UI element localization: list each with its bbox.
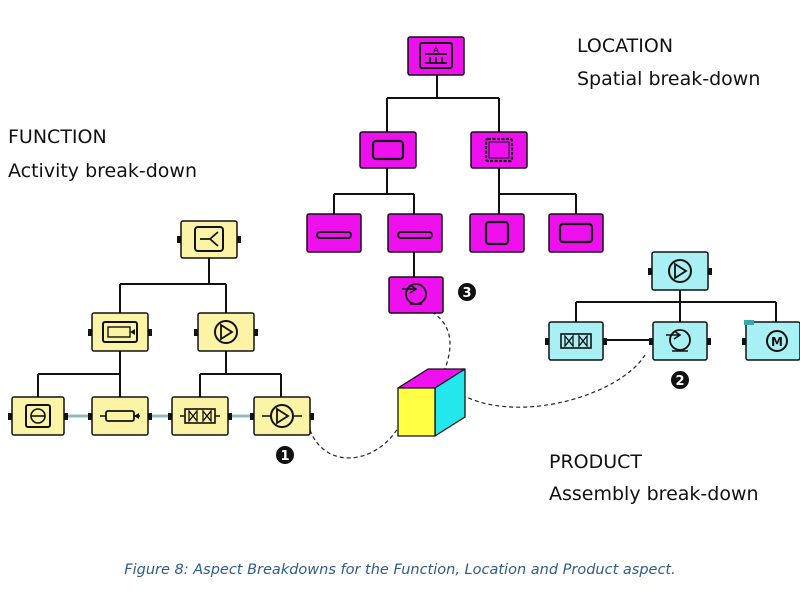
function-subtitle: Activity break-down (8, 160, 198, 182)
product-subtitle: Assembly break-down (549, 483, 759, 505)
link-function-to-product (309, 427, 399, 459)
heater-icon[interactable] (88, 396, 152, 436)
motor-icon[interactable]: M (742, 320, 800, 361)
marker-3-label: 3 (462, 286, 471, 301)
product-title: PRODUCT (549, 451, 643, 473)
location-tree: A (306, 36, 604, 314)
cube-front-face (397, 387, 436, 437)
location-subtitle: Spatial break-down (577, 68, 761, 90)
link-location-to-product (431, 311, 451, 373)
marker-1-label: 1 (280, 449, 289, 464)
site-icon[interactable]: A (407, 36, 465, 76)
floor-icon[interactable] (306, 213, 362, 253)
screen-icon[interactable] (8, 396, 68, 436)
pump-icon[interactable] (250, 396, 314, 436)
pump-function-icon[interactable] (194, 312, 258, 352)
room-icon[interactable] (548, 213, 604, 253)
figure-caption: Figure 8: Aspect Breakdowns for the Func… (124, 562, 676, 578)
building-hatched-icon[interactable] (470, 131, 528, 169)
process-function-icon[interactable] (88, 312, 152, 352)
split-function-icon[interactable] (177, 220, 241, 259)
building-icon[interactable] (359, 131, 417, 169)
function-tree (8, 220, 314, 436)
pump-unit-icon[interactable] (649, 321, 711, 361)
dashed-links (309, 311, 646, 459)
pump-location-icon[interactable] (388, 276, 444, 314)
function-title: FUNCTION (8, 126, 107, 148)
marker-3: 3 (458, 283, 476, 301)
floor-icon[interactable] (387, 213, 443, 253)
room-icon[interactable] (469, 213, 525, 253)
product-tree: M (545, 251, 800, 361)
marker-1: 1 (276, 446, 294, 464)
aspect-object-cube[interactable] (397, 368, 466, 437)
valve-icon[interactable] (168, 396, 232, 436)
svg-text:M: M (771, 335, 783, 349)
valve-product-icon[interactable] (545, 321, 607, 361)
pump-product-icon[interactable] (648, 251, 712, 291)
link-product-to-productaspect (461, 354, 646, 408)
marker-2-label: 2 (675, 374, 684, 389)
location-title: LOCATION (577, 35, 674, 57)
marker-2: 2 (671, 371, 689, 389)
svg-text:A: A (433, 46, 440, 56)
